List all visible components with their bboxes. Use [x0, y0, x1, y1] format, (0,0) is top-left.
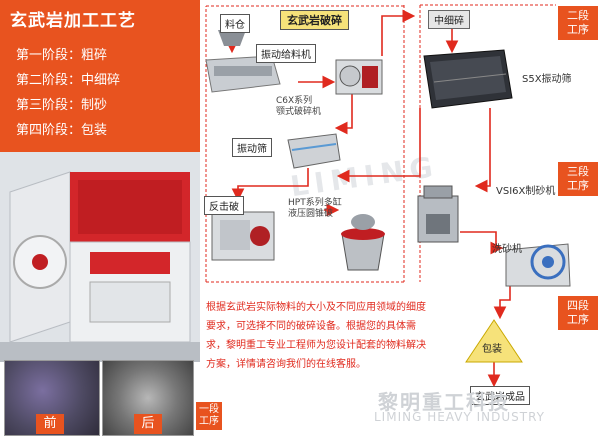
medium-fine-label: 中细碎 [428, 10, 470, 29]
basalt-crushing-label: 玄武岩破碎 [280, 10, 349, 30]
stage-two-tag: 二段 工序 [558, 6, 598, 40]
stage-one-tag: 一段 工序 [196, 402, 222, 430]
vibrating-feeder-icon [205, 55, 281, 93]
silo-label: 料仓 [220, 14, 250, 33]
vsi-sand-maker-icon [417, 185, 459, 243]
page-title: 玄武岩加工工艺 [10, 11, 136, 31]
silo-icon [218, 30, 246, 46]
brand-name-cn: 黎明重工科技 [378, 390, 510, 414]
jaw-crusher-label: C6X系列 颚式破碎机 [276, 96, 322, 117]
process-description: 根据玄武岩实际物料的大小及不同应用领域的细度要求，可选择不同的破碎设备。根据您的… [206, 302, 426, 370]
stage-four-tag: 四段 工序 [558, 296, 598, 330]
finished-product-label: 玄武岩成品 [470, 386, 530, 405]
before-tag: 前 [36, 414, 64, 434]
vibrating-screen-1-label: 振动筛 [232, 138, 272, 157]
after-tag: 后 [134, 414, 162, 434]
title-panel [0, 0, 200, 152]
brand-name-en: LIMING HEAVY INDUSTRY [374, 410, 545, 424]
sand-washer-label: 洗砂机 [492, 244, 522, 255]
impact-crusher-icon [211, 211, 275, 261]
arrow-vsi-washer [460, 231, 504, 255]
stage-three-tag: 三段 工序 [558, 162, 598, 196]
arrow-to-medium [381, 9, 416, 56]
impact-crusher-label: 反击破 [204, 196, 244, 215]
s5x-screen-icon [423, 49, 513, 109]
arrow-s5x-return [336, 108, 421, 183]
stage-4-label: 第四阶段：包装 [16, 123, 108, 138]
arrow-s5x-vsi [474, 108, 491, 193]
cone-crusher-label: HPT系列多缸 液压圆锥破 [288, 198, 342, 219]
package-pile-icon [465, 319, 523, 363]
stage-2-label: 第二阶段：中细碎 [16, 73, 121, 88]
jaw-crusher-illustration [0, 152, 200, 362]
stage-1-label: 第一阶段：粗碎 [16, 48, 108, 63]
sand-washer-icon [505, 243, 571, 287]
s5x-screen-label: S5X振动筛 [522, 74, 572, 85]
cone-crusher-icon [341, 214, 385, 271]
stage-3-label: 第三阶段：制砂 [16, 98, 108, 113]
vsi-sand-maker-label: VSI6X制砂机 [496, 186, 556, 197]
arrow-jaw-screen [334, 90, 353, 135]
packaging-label: 包装 [482, 344, 502, 355]
jaw-crusher-icon [335, 59, 383, 95]
vibrating-screen-1-icon [287, 133, 341, 169]
crushed-basalt-photo [102, 360, 194, 436]
arrow-screen-impact [231, 168, 309, 202]
vibrating-feeder-label: 振动给料机 [256, 44, 316, 63]
jaw-crusher-photo [0, 152, 200, 362]
